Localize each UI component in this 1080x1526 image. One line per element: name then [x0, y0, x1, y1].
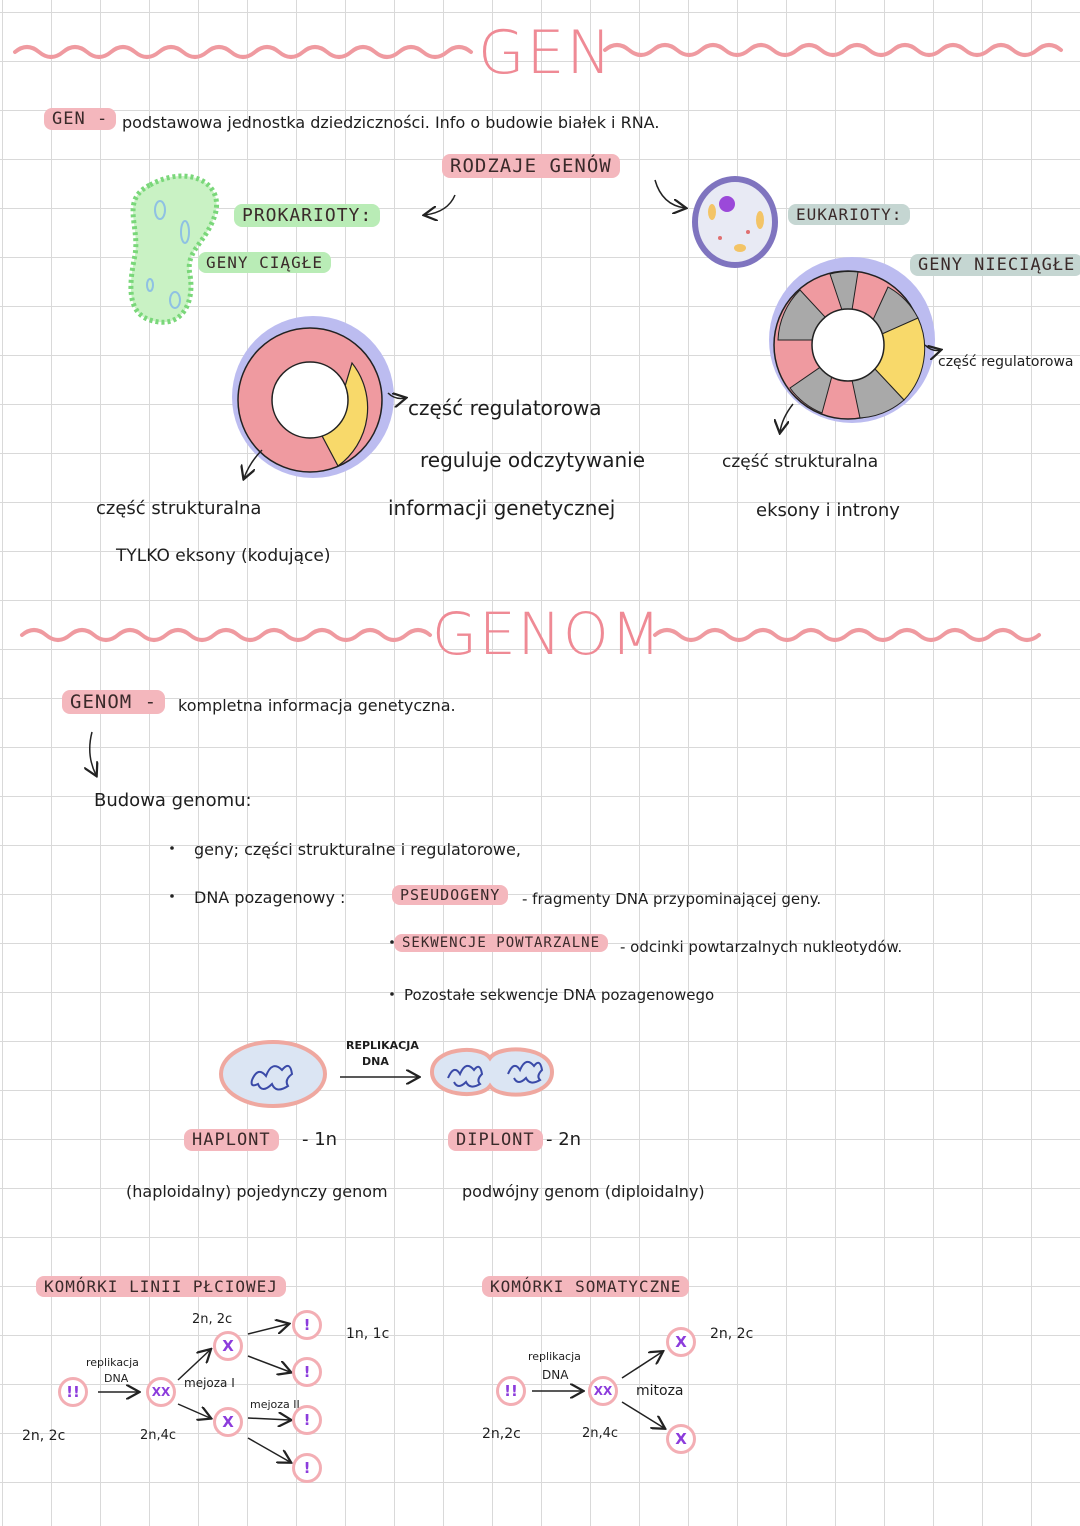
gen-title: GEN [478, 18, 614, 88]
germ-start-cell: !! [58, 1377, 88, 1407]
eukaryote-cell-illustration [692, 176, 778, 268]
genome-structure-heading: Budowa genomu: [94, 790, 252, 811]
som-daughter-cell-bottom: X [666, 1424, 696, 1454]
gamete-ploidy: 1n, 1c [346, 1326, 390, 1342]
gamete-1: ! [292, 1310, 322, 1340]
som-replicated-cell: XX [588, 1376, 618, 1406]
som-start-ploidy: 2n,2c [482, 1426, 521, 1442]
germ-after-meiosis1-ploidy: 2n, 2c [192, 1312, 233, 1327]
arrow-euk-regulatory [924, 344, 940, 350]
repeated-sequences-tag: SEKWENCJE POWTARZALNE [394, 934, 609, 952]
germ-start-ploidy: 2n, 2c [22, 1428, 66, 1444]
germ-replicated-ploidy: 2n,4c [140, 1428, 177, 1443]
arrow-euk-structural [780, 403, 794, 432]
arrow-germ-m2-b [247, 1355, 290, 1372]
pseudogenes-tag: PSEUDOGENY [392, 885, 509, 905]
som-start-cell: !! [496, 1376, 526, 1406]
eukaryotes-label: EUKARIOTY: [788, 204, 911, 225]
euk-structural-part: część strukturalna [722, 452, 879, 472]
replication-label-1: REPLIKACJA [346, 1039, 419, 1052]
haploid-cell-illustration [219, 1040, 327, 1108]
germ-replication-1: replikacja [86, 1356, 139, 1369]
genome-bullet-non-gene-dna: DNA pozagenowy : [194, 888, 346, 907]
gamete-4: ! [292, 1453, 322, 1483]
som-replication-2: DNA [542, 1368, 569, 1382]
arrow-germ-meiosis1-down [177, 1403, 210, 1418]
gen-definition-text: podstawowa jednostka dziedziczności. Inf… [122, 113, 660, 132]
som-replication-1: replikacja [528, 1350, 581, 1363]
diploid-tag: DIPLONT [448, 1129, 543, 1151]
gene-types-label: RODZAJE GENÓW [442, 154, 620, 178]
germline-cells-label: KOMÓRKI LINII PŁCIOWEJ [36, 1276, 286, 1297]
germ-replicated-cell: XX [146, 1377, 176, 1407]
prokaryotes-label: PROKARIOTY: [234, 204, 381, 227]
haploid-tag: HAPLONT [184, 1129, 279, 1151]
gamete-2: ! [292, 1357, 322, 1387]
arrow-som-mitosis-up [621, 1352, 662, 1379]
arrow-to-prokaryotes [425, 194, 456, 215]
pro-regulatory-desc-2: informacji genetycznej [388, 496, 616, 520]
other-non-gene-sequences: Pozostałe sekwencje DNA pozagenowego [404, 986, 715, 1004]
germ-meiosis1-cell-bottom: X [213, 1407, 243, 1437]
split-gene-ring [769, 257, 935, 423]
arrow-germ-m2-c [247, 1418, 290, 1420]
genom-wave-left [20, 628, 432, 642]
arrow-pro-structural [244, 449, 263, 478]
gamete-3: ! [292, 1405, 322, 1435]
arrow-som-mitosis-down [621, 1401, 664, 1428]
germ-meiosis-1-label: mejoza I [184, 1376, 235, 1390]
pro-regulatory-desc-1: reguluje odczytywanie [420, 448, 645, 472]
genom-wave-right [653, 628, 1041, 642]
som-mitosis-label: mitoza [636, 1383, 684, 1399]
continuous-genes-label: GENY CIĄGŁE [198, 252, 331, 273]
genom-title: GENOM [432, 600, 663, 668]
som-daughter-ploidy: 2n, 2c [710, 1326, 754, 1342]
continuous-gene-ring [232, 316, 394, 478]
diploid-cell-illustration [429, 1047, 555, 1097]
genom-definition-text: kompletna informacja genetyczna. [178, 696, 456, 715]
germ-meiosis-2-label: mejoza II [250, 1398, 300, 1411]
arrow-germ-meiosis1-up [177, 1350, 210, 1381]
gen-wave-left [13, 45, 473, 59]
som-daughter-cell-top: X [666, 1327, 696, 1357]
arrow-germ-m2-d [247, 1437, 290, 1462]
arrow-pro-regulatory [387, 393, 405, 398]
pro-structural-part: część strukturalna [96, 498, 262, 519]
germ-replication-2: DNA [104, 1372, 129, 1385]
gen-wave-right [603, 43, 1063, 57]
germ-meiosis1-cell-top: X [213, 1331, 243, 1361]
euk-regulatory-part: część regulatorowa [938, 354, 1074, 370]
somatic-cells-label: KOMÓRKI SOMATYCZNE [482, 1276, 690, 1297]
arrow-germ-m2-a [247, 1324, 288, 1335]
repeated-sequences-desc: - odcinki powtarzalnych nukleotydów. [620, 938, 903, 956]
genom-definition-term: GENOM - [62, 690, 166, 714]
haploid-desc: (haploidalny) pojedynczy genom [126, 1182, 388, 1201]
arrow-to-eukaryotes [654, 179, 685, 208]
euk-structural-desc: eksony i introny [756, 500, 900, 521]
arrow-genom-down [90, 731, 96, 775]
pseudogenes-desc: - fragmenty DNA przypominającej geny. [522, 890, 822, 908]
pro-structural-desc: TYLKO eksony (kodujące) [116, 546, 331, 566]
diploid-ploidy: - 2n [546, 1129, 582, 1150]
diploid-desc: podwójny genom (diploidalny) [462, 1182, 705, 1201]
genome-bullet-genes: geny; części strukturalne i regulatorowe… [194, 840, 521, 859]
prokaryote-cell-illustration [128, 173, 220, 325]
som-replicated-ploidy: 2n,4c [582, 1426, 619, 1441]
gen-definition-term: GEN - [44, 108, 117, 130]
split-genes-label: GENY NIECIĄGŁE [910, 254, 1080, 276]
pro-regulatory-part: część regulatorowa [408, 396, 602, 420]
replication-label-2: DNA [362, 1055, 389, 1068]
haploid-ploidy: - 1n [302, 1129, 338, 1150]
